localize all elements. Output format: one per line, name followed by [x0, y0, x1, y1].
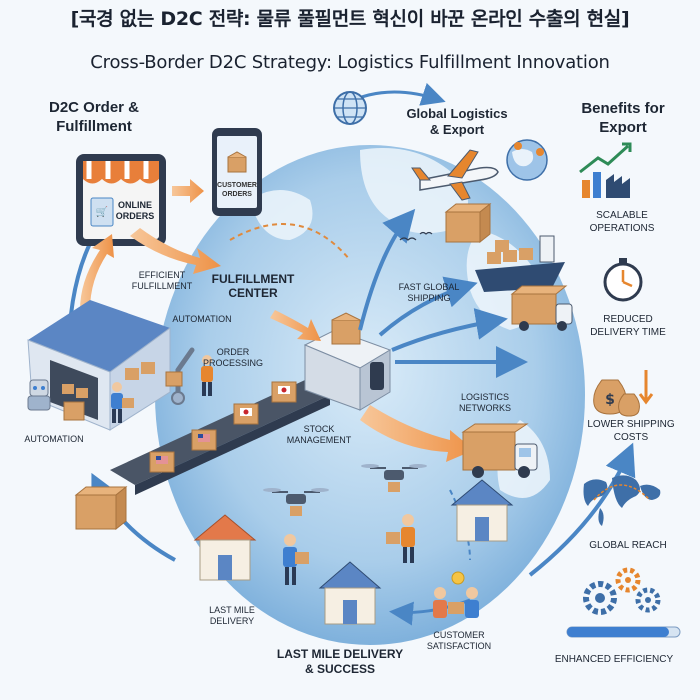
benefit-2-line2: DELIVERY TIME	[590, 327, 666, 338]
section-global-line2: & Export	[430, 122, 485, 137]
house-right	[450, 479, 514, 542]
section-benefits-line1: Benefits for	[581, 100, 665, 117]
lastmile-small-label-2: DELIVERY	[210, 616, 254, 626]
benefit-1-line2: OPERATIONS	[590, 223, 655, 234]
flag-korea-icon	[278, 386, 290, 394]
delivery-person	[283, 534, 309, 585]
lastmile-small-label-1: LAST MILE	[209, 605, 255, 615]
section-lastmile-line1: LAST MILE DELIVERY	[277, 647, 403, 661]
house-left	[193, 514, 257, 581]
flag-japan-icon	[240, 408, 252, 416]
customer-orders-label-2: ORDERS	[222, 191, 252, 198]
globe-pins-icon	[506, 139, 548, 181]
section-global-line1: Global Logistics	[406, 106, 507, 121]
customer-orders-label-1: CUSTOMER	[217, 182, 257, 189]
scanning-gate	[303, 312, 392, 411]
fast-shipping-label-2: SHIPPING	[407, 293, 450, 303]
dashed-route-1	[229, 223, 351, 261]
efficient-label-1: EFFICIENT	[139, 270, 186, 280]
cart-icon: 🛒	[96, 205, 108, 218]
section-lastmile-line2: & SUCCESS	[305, 662, 375, 676]
flag-us-icon	[156, 456, 168, 464]
arrow-warehouse-up	[80, 234, 114, 310]
money-bags-icon: $	[593, 370, 654, 417]
networks-label-1: LOGISTICS	[461, 392, 509, 402]
section-fulfillment-line2: CENTER	[228, 286, 278, 300]
online-store-tablet: 🛒	[76, 154, 166, 246]
automation-left-label: AUTOMATION	[24, 434, 83, 444]
benefit-4-line1: GLOBAL REACH	[589, 540, 666, 551]
truck-icon	[510, 285, 573, 331]
house-center	[318, 561, 382, 625]
delivery-truck-icon	[461, 423, 538, 478]
arrow-to-fulfillment	[130, 228, 221, 274]
arrow-gate-to-ship	[378, 276, 478, 337]
satisfaction-label-1: CUSTOMER	[433, 630, 485, 640]
efficient-label-2: FULFILLMENT	[132, 281, 193, 291]
efficiency-progress-bar	[566, 626, 681, 638]
arrow-tablet-to-phone	[172, 179, 204, 203]
package-stack	[444, 202, 492, 244]
birds-icon	[419, 231, 433, 235]
delivery-person	[386, 514, 415, 563]
worker-figure	[201, 355, 213, 396]
order-processing-label-1: ORDER	[217, 347, 250, 357]
section-d2c-line2: Fulfillment	[56, 118, 132, 135]
benefit-3-line1: LOWER SHIPPING	[587, 419, 674, 430]
stock-label-2: MANAGEMENT	[287, 435, 352, 445]
arrow-into-gate	[270, 310, 321, 341]
package-box	[63, 401, 85, 421]
fast-shipping-label-1: FAST GLOBAL	[399, 282, 460, 292]
robot-icon	[27, 379, 51, 411]
world-map-icon	[583, 475, 661, 526]
networks-label-2: NETWORKS	[459, 403, 511, 413]
section-fulfillment-line1: FULFILLMENT	[212, 272, 295, 286]
package-box	[165, 371, 183, 387]
satisfaction-label-2: SATISFACTION	[427, 641, 491, 651]
online-orders-label-2: ORDERS	[116, 211, 155, 221]
gears-icon	[583, 567, 661, 615]
section-d2c-line1: D2C Order &	[49, 99, 139, 116]
robotic-arm-icon	[171, 347, 195, 405]
birds-icon	[399, 237, 417, 241]
warehouse	[27, 300, 171, 431]
customers-icon	[433, 571, 479, 618]
section-benefits-line2: Export	[599, 119, 647, 136]
worker-figure	[111, 382, 134, 423]
flow-arrow-bottom-right	[528, 442, 636, 577]
title-english: Cross-Border D2C Strategy: Logistics Ful…	[90, 52, 610, 73]
order-processing-label-2: PROCESSING	[203, 358, 263, 368]
airplane-icon	[411, 149, 499, 201]
arrow-to-delivery-truck	[360, 405, 474, 462]
arrow-gate-to-truck	[391, 308, 508, 352]
automation-top-label: AUTOMATION	[172, 314, 231, 324]
benefit-1-line1: SCALABLE	[596, 210, 648, 221]
benefit-5-line1: ENHANCED EFFICIENCY	[555, 654, 674, 665]
flag-us-icon	[198, 434, 210, 442]
online-orders-label-1: ONLINE	[118, 200, 152, 210]
growth-chart-icon	[579, 142, 632, 198]
benefit-3-line2: COSTS	[614, 432, 649, 443]
arrow-gate-to-plane	[358, 208, 416, 331]
package-box	[74, 485, 128, 531]
drone-icon	[361, 464, 427, 492]
benefit-2-line1: REDUCED	[603, 314, 652, 325]
svg-text:$: $	[605, 392, 615, 408]
stock-label-1: STOCK	[304, 424, 335, 434]
smartphone	[212, 128, 262, 216]
title-korean: [국경 없는 D2C 전략: 물류 풀필먼트 혁신이 바꾼 온라인 수출의 현실…	[70, 8, 630, 30]
cargo-ship-icon	[475, 235, 565, 292]
stopwatch-icon	[603, 258, 643, 302]
globe-icon	[333, 91, 367, 125]
drone-icon	[263, 488, 329, 516]
